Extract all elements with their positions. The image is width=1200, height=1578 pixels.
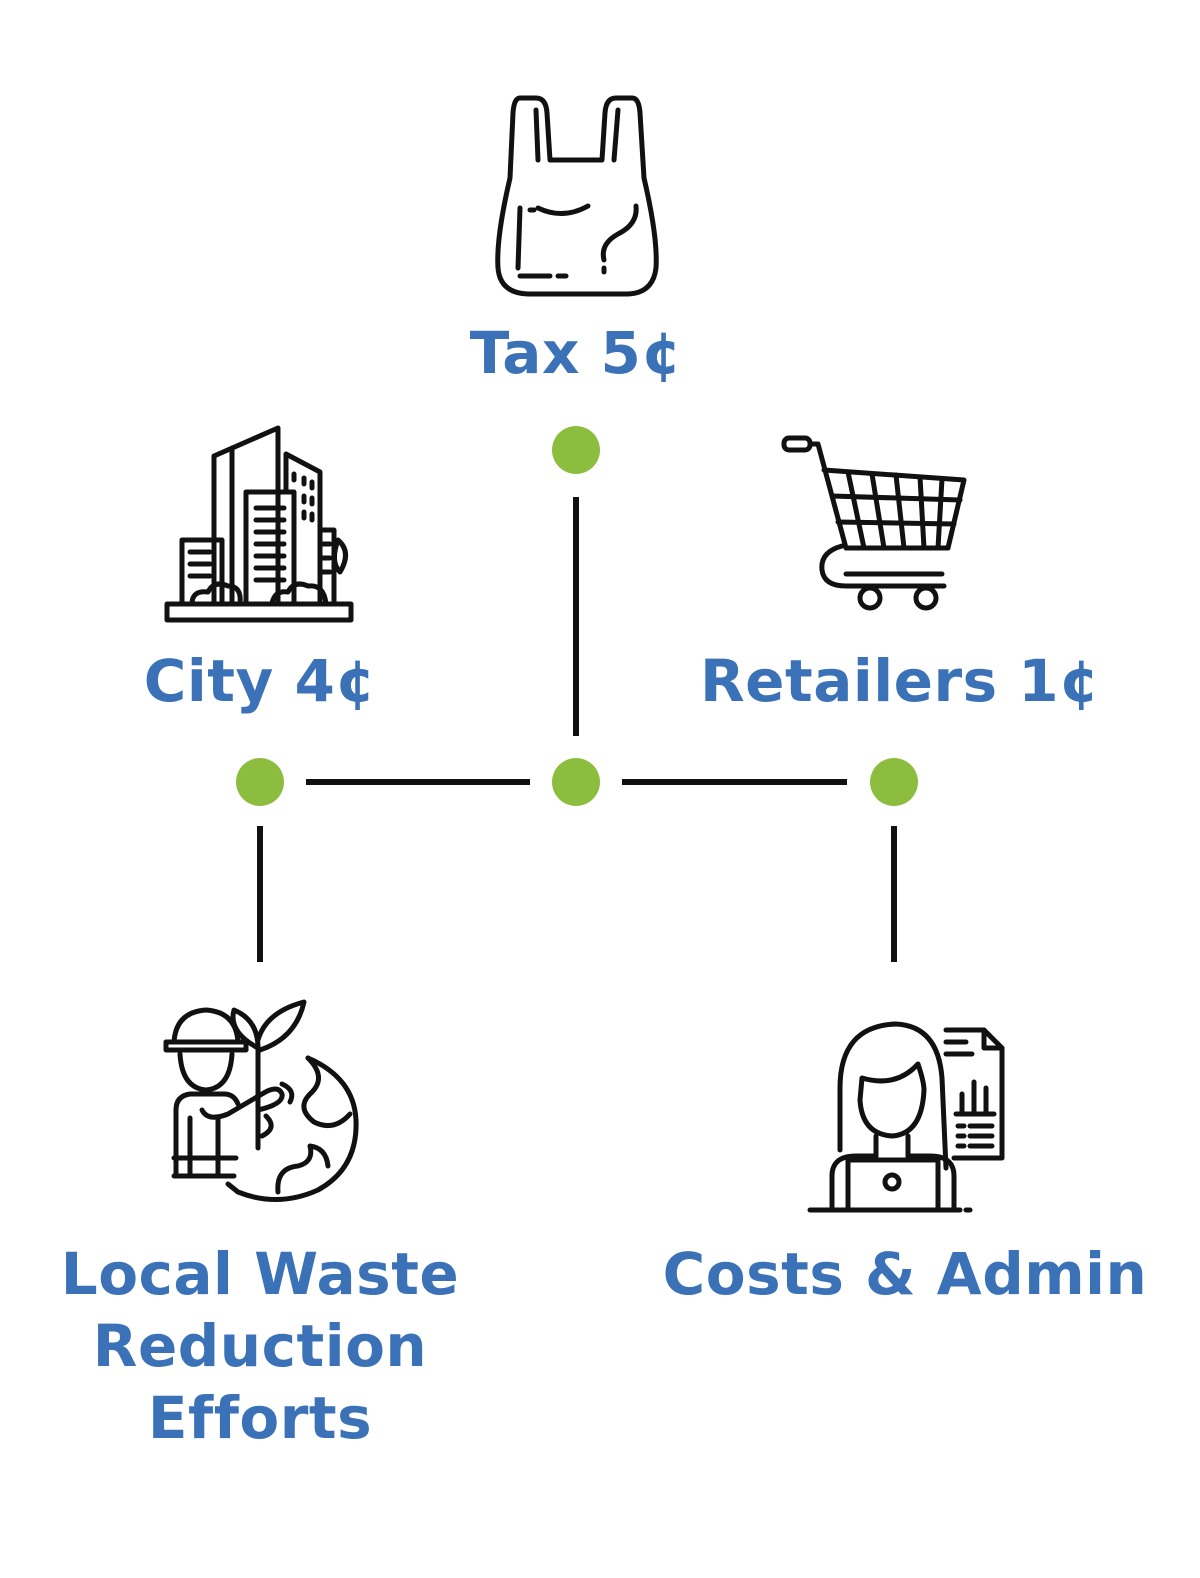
planting-earth-icon: [163, 999, 359, 1202]
costs-admin-label: Costs & Admin: [662, 1240, 1148, 1308]
city-buildings-icon: [164, 425, 354, 623]
city-label: City 4¢: [143, 647, 377, 715]
node-dot-city: [236, 758, 284, 806]
local-waste-label-line-3: Efforts: [147, 1384, 373, 1452]
local-waste-label-line-2: Reduction: [92, 1312, 428, 1380]
local-waste-label: Local Waste Reduction Efforts: [20, 1238, 500, 1454]
shopping-bag-icon: [495, 95, 659, 297]
shopping-cart-icon: [781, 435, 967, 611]
retailers-label: Retailers 1¢: [700, 647, 1100, 715]
office-worker-icon: [807, 1021, 1005, 1213]
node-dot-center: [552, 758, 600, 806]
node-dot-tax: [552, 426, 600, 474]
local-waste-label-line-1: Local Waste: [60, 1240, 460, 1308]
tax-label: Tax 5¢: [469, 319, 683, 387]
node-dot-retailers: [870, 758, 918, 806]
